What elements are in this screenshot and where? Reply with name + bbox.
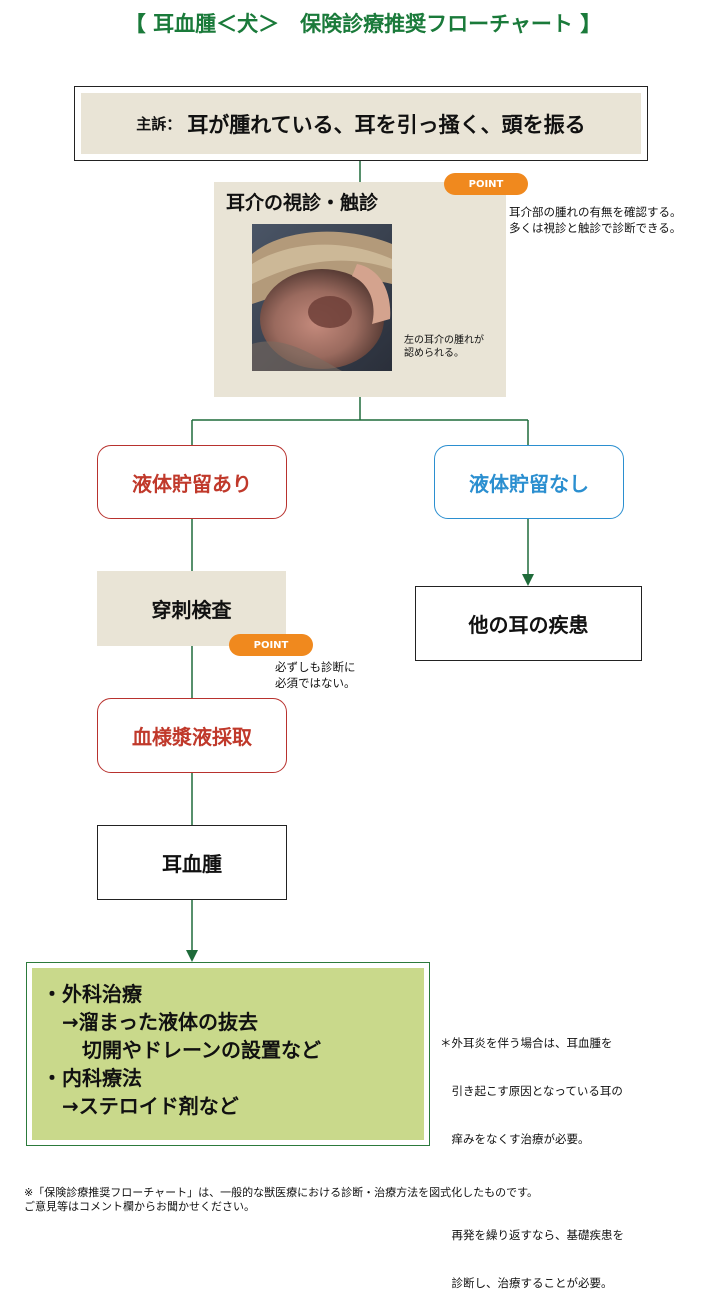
page-title: 【 耳血腫＜犬＞ 保険診療推奨フローチャート 】: [124, 12, 602, 36]
treatment-box: ・外科治療 →溜まった液体の抜去 切開やドレーンの設置など ・内科療法 →ステロ…: [26, 962, 430, 1146]
treatment-line: ・外科治療: [42, 982, 142, 1006]
serosanguinous-fluid-box: 血様漿液採取: [97, 698, 287, 773]
chief-complaint-text: 耳が腫れている、耳を引っ掻く、頭を振る: [187, 112, 586, 137]
point-badge-puncture: POINT: [229, 634, 313, 656]
fluid-present-box: 液体貯留あり: [97, 445, 287, 519]
ear-photo: [252, 224, 392, 371]
exam-note: 耳介部の腫れの有無を確認する。 多くは視診と触診で診断できる。: [509, 205, 682, 235]
treatment-line: →ステロイド剤など: [42, 1094, 239, 1118]
side-note: ＊外耳炎を伴う場合は、耳血腫を 引き起こす原因となっている耳の 痒みをなくす治療…: [440, 1036, 624, 1290]
footer-note: ※「保険診療推奨フローチャート」は、一般的な獣医療における診断・治療方法を図式化…: [24, 1186, 539, 1213]
treatment-line: →溜まった液体の抜去: [42, 1010, 258, 1034]
chief-complaint-inner: 主訴： 耳が腫れている、耳を引っ掻く、頭を振る: [81, 93, 641, 154]
point-badge-exam: POINT: [444, 173, 528, 195]
puncture-note: 必ずしも診断に 必須ではない。: [275, 660, 356, 690]
chief-complaint-prefix: 主訴：: [136, 115, 182, 133]
fluid-absent-box: 液体貯留なし: [434, 445, 624, 519]
treatment-line: 切開やドレーンの設置など: [42, 1038, 321, 1062]
diagnosis-box: 耳血腫: [97, 825, 287, 900]
puncture-test-box: 穿刺検査: [97, 571, 286, 646]
connector-lines: [186, 161, 534, 962]
other-ear-disease-box: 他の耳の疾患: [415, 586, 642, 661]
exam-title: 耳介の視診・触診: [226, 192, 379, 214]
treatment-line: ・内科療法: [42, 1066, 142, 1090]
treatment-inner: ・外科治療 →溜まった液体の抜去 切開やドレーンの設置など ・内科療法 →ステロ…: [32, 968, 424, 1140]
photo-caption: 左の耳介の腫れが 認められる。: [404, 335, 484, 359]
chief-complaint-box: 主訴： 耳が腫れている、耳を引っ掻く、頭を振る: [74, 86, 648, 161]
